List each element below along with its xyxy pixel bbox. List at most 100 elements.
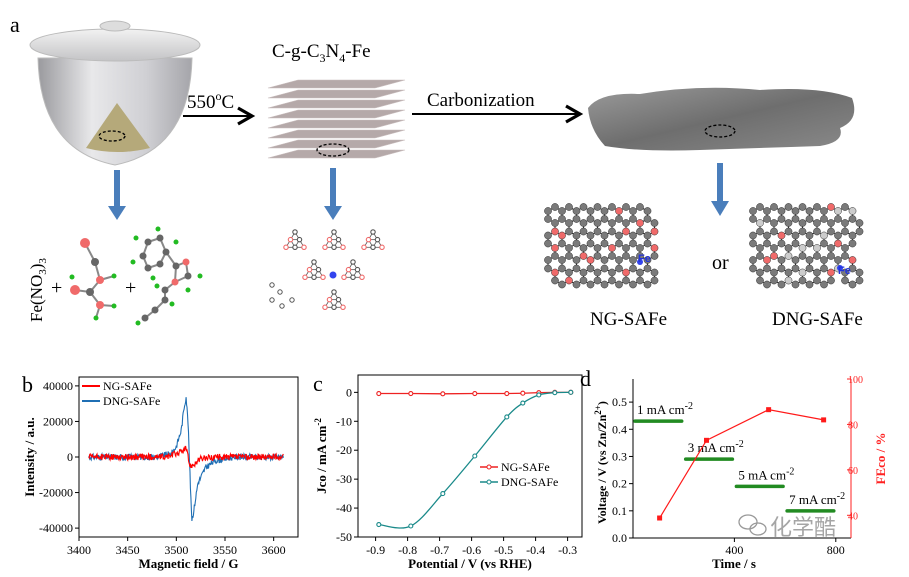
carbon-atom	[579, 219, 588, 227]
carbon-atom	[820, 207, 828, 215]
atom	[161, 296, 169, 304]
dashed-circle-marker	[98, 130, 126, 142]
carbon-atom	[855, 227, 864, 236]
nitrogen-atom	[551, 227, 559, 236]
y-axis-label-main: Jco / mA cm	[314, 425, 329, 493]
carbon-atom	[791, 239, 800, 248]
legend-label: NG-SAFe	[103, 379, 152, 393]
atom	[302, 274, 308, 281]
carbon-atom	[600, 280, 609, 289]
down-arrows	[108, 163, 729, 220]
carbon-atom	[784, 268, 793, 277]
atom	[345, 266, 352, 273]
carbon-atom	[650, 219, 659, 227]
carbon-atom	[572, 280, 581, 289]
atom	[70, 285, 80, 295]
data-point	[504, 414, 510, 420]
powder-cone	[86, 103, 150, 152]
x-tick-label: -0.7	[430, 543, 449, 557]
current-density-label: 3 mA cm-2	[688, 439, 744, 455]
atom	[182, 258, 190, 266]
carbon-atom	[749, 239, 757, 248]
nitrogen-atom	[586, 256, 595, 264]
carbon-atom	[629, 215, 637, 223]
x-tick-label: 3450	[116, 543, 140, 557]
carbon-atom	[636, 276, 644, 285]
carbon-atom	[586, 231, 595, 240]
atom	[197, 273, 203, 279]
carbon-atom	[615, 264, 623, 273]
nitrogen-atom	[551, 244, 559, 252]
carbon-atom	[777, 256, 786, 264]
carbon-atom	[600, 264, 609, 273]
y-tick-label: -10	[336, 414, 352, 428]
carbon-atom	[834, 207, 842, 215]
y-axis-label-end: )	[595, 401, 609, 405]
fe-atom	[837, 265, 843, 271]
carbon-atom	[558, 215, 566, 223]
data-point	[440, 491, 446, 497]
carbon-atom	[600, 215, 609, 223]
carbon-atom	[544, 239, 552, 248]
carbon-atom	[841, 227, 849, 236]
atom	[292, 244, 298, 251]
atom	[326, 236, 333, 243]
carbon-atom	[544, 256, 552, 264]
carbon-atom	[558, 256, 566, 264]
carbon-atom	[805, 264, 814, 273]
atom	[154, 283, 160, 289]
legend-label: NG-SAFe	[501, 460, 550, 474]
carbon-atom	[572, 215, 581, 223]
atom	[296, 236, 303, 243]
fe-series-line	[659, 409, 824, 519]
y-tick-label: 40000	[43, 379, 73, 393]
atom	[341, 274, 347, 281]
carbon-atom	[770, 276, 778, 285]
x-axis-label: Magnetic field / G	[138, 556, 238, 571]
fe-atom	[637, 259, 643, 265]
carbon-atom	[820, 231, 828, 240]
carbon-atom	[572, 207, 581, 215]
carbon-atom	[579, 276, 588, 285]
carbon-atom	[791, 231, 800, 240]
carbon-atom	[586, 215, 595, 223]
atom	[169, 301, 175, 307]
down-arrow-icon	[324, 168, 342, 220]
atom	[91, 258, 99, 266]
atom	[151, 306, 159, 314]
carbon-atom	[777, 280, 786, 289]
carbon-atom	[643, 215, 652, 223]
carbon-atom	[629, 280, 637, 289]
data-point	[472, 390, 478, 397]
carbon-atom	[615, 231, 623, 240]
carbon-atom	[770, 203, 778, 211]
carbon-atom	[827, 252, 835, 260]
carbon-atom	[777, 239, 786, 248]
carbon-atom	[756, 276, 764, 285]
carbon-atom	[791, 256, 800, 264]
carbon-atom	[827, 227, 835, 236]
nitrogen-atom	[558, 231, 566, 240]
fe-atom-label: Fe	[838, 265, 851, 277]
label-sup: -2	[685, 401, 693, 412]
atom	[335, 236, 342, 243]
carbon-atom	[593, 268, 602, 277]
atom	[359, 274, 365, 281]
carbon-atom	[586, 280, 595, 289]
carbon-atom	[848, 280, 857, 289]
current-density-label: 7 mA cm-2	[789, 491, 845, 507]
carbon-atom	[813, 252, 821, 260]
atom	[340, 244, 346, 251]
atom	[331, 289, 337, 295]
sheet-layer	[267, 129, 406, 139]
nitrogen-atom	[551, 268, 559, 277]
carbon-atom	[593, 276, 602, 285]
carbon-atom	[551, 252, 559, 260]
y2-axis-label: FEco / %	[873, 433, 888, 485]
carbon-atom	[841, 219, 849, 227]
x-tick-label: -0.6	[462, 543, 481, 557]
y2-tick-label: 60	[848, 466, 858, 477]
carbon-atom	[791, 215, 800, 223]
